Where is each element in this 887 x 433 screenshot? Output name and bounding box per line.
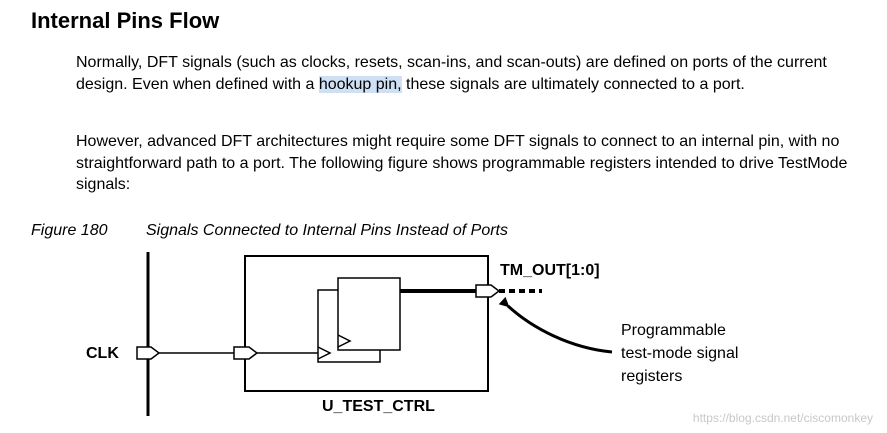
clk-label: CLK — [86, 345, 119, 362]
u-test-ctrl-label: U_TEST_CTRL — [322, 398, 435, 415]
tm-out-pin-icon — [475, 284, 501, 298]
figure-caption: Figure 180 Signals Connected to Internal … — [31, 222, 508, 240]
annotation-line-2: test-mode signal — [621, 345, 738, 362]
paragraph-internal-pins: However, advanced DFT architectures migh… — [76, 133, 848, 193]
paragraph-ports-text-after: these signals are ultimately connected t… — [401, 75, 745, 93]
register-front-clock-icon — [337, 334, 352, 348]
annotation-line-1: Programmable — [621, 322, 726, 339]
annotation-line-3: registers — [621, 368, 682, 385]
tm-out-label: TM_OUT[1:0] — [500, 262, 600, 279]
annotation-arrow — [498, 296, 613, 354]
section-title: Internal Pins Flow — [31, 8, 220, 33]
internal-clk-pin-icon — [233, 346, 259, 360]
watermark: https://blog.csdn.net/ciscomonkey — [692, 411, 873, 425]
register-back-clock-icon — [317, 346, 332, 360]
register-front — [337, 277, 401, 351]
selected-text-hookup-pin: hookup pin, — [318, 75, 402, 93]
paragraph-ports-text-before: Normally, DFT signals (such as clocks, r… — [76, 54, 827, 93]
paragraph-ports: Normally, DFT signals (such as clocks, r… — [76, 52, 856, 95]
figure-title: Signals Connected to Internal Pins Inste… — [146, 222, 508, 239]
figure-number: Figure 180 — [31, 222, 108, 239]
clk-port-icon — [136, 346, 161, 360]
